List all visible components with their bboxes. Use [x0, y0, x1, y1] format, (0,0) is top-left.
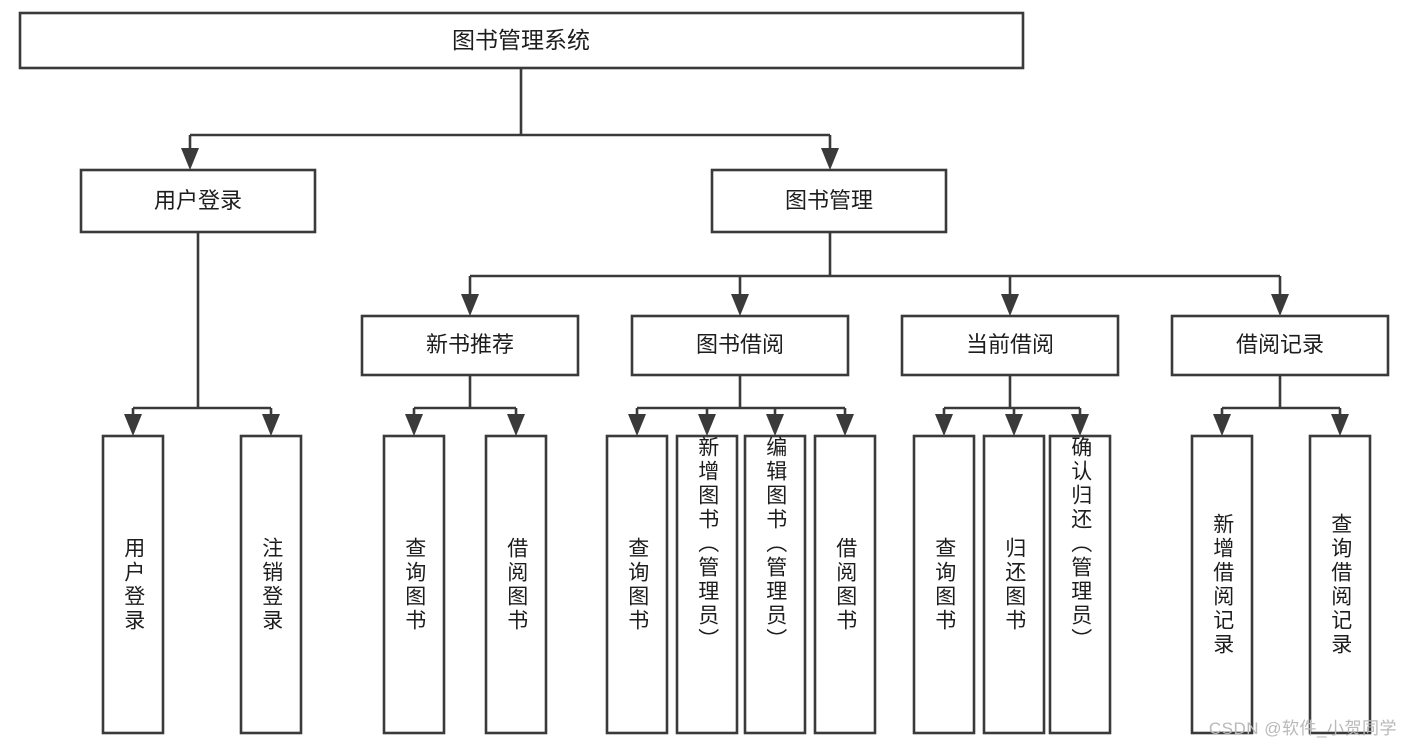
node-root-label: 图书管理系统 — [452, 27, 590, 53]
node-leaf-user-login-box[interactable] — [101, 434, 165, 735]
node-leaf-query-record-box[interactable] — [1308, 434, 1372, 735]
node-current-borrow[interactable]: 当前借阅 — [900, 314, 1120, 377]
node-leaf-add-record-box[interactable] — [1190, 434, 1254, 735]
arrow-bb-leaf2-icon — [698, 414, 716, 436]
arrow-bb-leaf3-icon — [766, 414, 784, 436]
arrow-to-new-book-icon — [461, 294, 479, 316]
arrow-cb-leaf3-icon — [1071, 414, 1089, 436]
node-book-management-label: 图书管理 — [785, 188, 873, 213]
leaf-boxes-current-borrow — [912, 434, 1112, 735]
arrow-to-current-borrow-icon — [1001, 294, 1019, 316]
leaf-boxes-user-login — [101, 434, 303, 735]
connectors-new-book-to-leaves — [405, 375, 525, 436]
node-leaf-return-book-box[interactable] — [982, 434, 1046, 735]
node-book-borrow-box — [630, 314, 850, 377]
node-borrow-record[interactable]: 借阅记录 — [1170, 314, 1390, 377]
node-leaf-query-book-2-box[interactable] — [605, 434, 669, 735]
arrow-nb-leaf1-icon — [405, 414, 423, 436]
connectors-user-login-to-leaves — [124, 232, 280, 436]
node-leaf-add-book-box[interactable] — [675, 434, 739, 735]
arrow-br-leaf1-icon — [1213, 414, 1231, 436]
node-current-borrow-box — [900, 314, 1120, 377]
leaf-boxes-new-book-recommend — [382, 434, 548, 735]
arrow-to-user-login-icon — [181, 148, 199, 170]
node-user-login[interactable]: 用户登录 — [79, 168, 317, 234]
node-leaf-edit-book-box[interactable] — [743, 434, 807, 735]
arrow-to-book-management-icon — [821, 148, 839, 170]
connectors-root-to-level2 — [181, 68, 839, 170]
arrow-cb-leaf1-icon — [935, 414, 953, 436]
node-user-login-label: 用户登录 — [154, 188, 242, 213]
node-book-borrow-label: 图书借阅 — [696, 332, 784, 357]
node-root[interactable]: 图书管理系统 — [18, 11, 1025, 70]
arrow-bb-leaf4-icon — [836, 414, 854, 436]
node-root-box — [18, 11, 1025, 70]
arrow-ul-leaf1-icon — [124, 414, 142, 436]
leaf-boxes-borrow-record — [1190, 434, 1372, 735]
node-book-borrow[interactable]: 图书借阅 — [630, 314, 850, 377]
node-borrow-record-label: 借阅记录 — [1236, 332, 1324, 357]
node-new-book-recommend-box — [360, 314, 580, 377]
node-book-management[interactable]: 图书管理 — [710, 168, 948, 234]
arrow-ul-leaf2-icon — [262, 414, 280, 436]
node-leaf-query-book-3-box[interactable] — [912, 434, 976, 735]
node-leaf-logout-login-box[interactable] — [239, 434, 303, 735]
node-leaf-query-book-1-box[interactable] — [382, 434, 446, 735]
arrow-cb-leaf2-icon — [1005, 414, 1023, 436]
connectors-current-borrow-to-leaves — [935, 375, 1089, 436]
node-new-book-recommend-label: 新书推荐 — [426, 332, 514, 357]
connectors-borrow-record-to-leaves — [1213, 375, 1349, 436]
node-borrow-record-box — [1170, 314, 1390, 377]
node-user-login-box — [79, 168, 317, 234]
node-new-book-recommend[interactable]: 新书推荐 — [360, 314, 580, 377]
node-leaf-borrow-book-1-box[interactable] — [484, 434, 548, 735]
node-current-borrow-label: 当前借阅 — [966, 332, 1054, 357]
arrow-to-borrow-record-icon — [1271, 294, 1289, 316]
arrow-br-leaf2-icon — [1331, 414, 1349, 436]
node-book-management-box — [710, 168, 948, 234]
arrow-nb-leaf2-icon — [507, 414, 525, 436]
leaf-boxes-book-borrow — [605, 434, 877, 735]
node-leaf-confirm-return-box[interactable] — [1048, 434, 1112, 735]
connectors-book-borrow-to-leaves — [628, 375, 854, 436]
arrow-to-book-borrow-icon — [731, 294, 749, 316]
connectors-book-management-to-level3 — [461, 232, 1289, 316]
node-leaf-borrow-book-2-box[interactable] — [813, 434, 877, 735]
arrow-bb-leaf1-icon — [628, 414, 646, 436]
